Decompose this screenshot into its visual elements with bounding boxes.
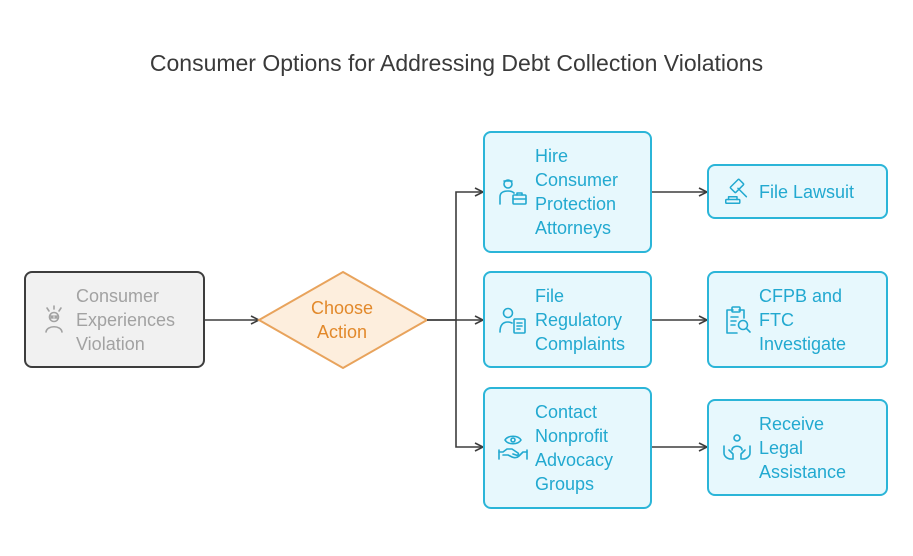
diagram-title: Consumer Options for Addressing Debt Col… (149, 50, 764, 76)
gavel-icon (719, 174, 755, 210)
option-1-line-2: Consumer (535, 170, 619, 190)
option-contact-advocacy: Contact Nonprofit Advocacy Groups (483, 387, 652, 509)
option-1-line-4: Attorneys (535, 218, 612, 238)
start-line-1: Consumer (76, 285, 160, 306)
option-2-line-2: Regulatory (535, 309, 623, 330)
option-1-line-1: Hire (535, 146, 569, 166)
option-1-line-3: Protection (535, 194, 617, 214)
outcome-2-line-3: Investigate (759, 333, 847, 354)
arrow-decision-to-advocacy (455, 320, 483, 447)
option-3-line-2: Nonprofit (535, 426, 609, 446)
outcome-3-line-1: Receive (759, 413, 825, 434)
option-2-line-3: Complaints (535, 333, 626, 354)
handshake-eye-icon (495, 430, 531, 466)
start-line-3: Violation (76, 333, 145, 354)
outcome-cfpb-ftc-investigate: CFPB and FTC Investigate (707, 271, 888, 368)
decision-line-2: Action (316, 322, 368, 342)
outcome-3-line-3: Assistance (759, 461, 847, 482)
option-3-line-3: Advocacy (535, 450, 614, 470)
distressed-person-icon (36, 302, 72, 338)
decision-label: Choose Action (282, 296, 402, 344)
attorney-briefcase-icon (495, 174, 531, 210)
option-3-line-1: Contact (535, 402, 598, 422)
outcome-receive-assistance: Receive Legal Assistance (707, 399, 888, 496)
clipboard-search-icon (719, 302, 755, 338)
person-document-icon (495, 302, 531, 338)
outcome-1-line-1: File Lawsuit (759, 181, 855, 202)
decision-line-1: Choose (310, 298, 374, 318)
outcome-file-lawsuit: File Lawsuit (707, 164, 888, 219)
outcome-2-line-1: CFPB and (759, 285, 843, 306)
option-hire-attorneys: Hire Consumer Protection Attorneys (483, 131, 652, 253)
option-2-line-1: File (535, 285, 565, 306)
option-3-line-4: Groups (535, 474, 595, 494)
decision-diamond (256, 270, 430, 370)
outcome-2-line-2: FTC (759, 309, 794, 330)
hands-person-icon (719, 430, 755, 466)
start-node: Consumer Experiences Violation (24, 271, 205, 368)
arrow-decision-to-attorneys (427, 192, 483, 321)
start-line-2: Experiences (76, 309, 176, 330)
outcome-3-line-2: Legal (759, 437, 804, 458)
option-file-complaints: File Regulatory Complaints (483, 271, 652, 368)
